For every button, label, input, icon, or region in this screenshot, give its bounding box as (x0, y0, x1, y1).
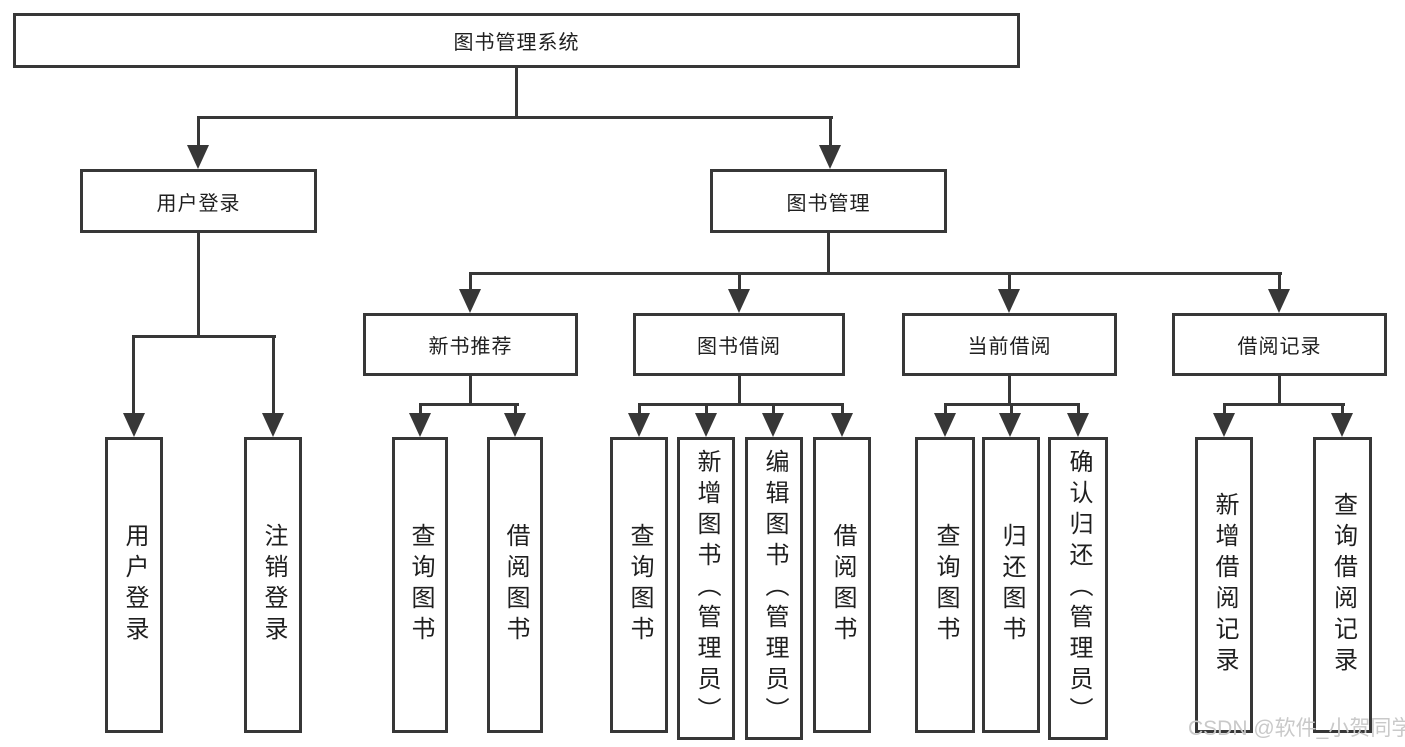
connector-line (1278, 376, 1281, 405)
node-cb-return-books-label: 归还图书 (998, 523, 1025, 647)
node-user-login-label: 用户登录 (156, 192, 241, 215)
connector-line (1077, 406, 1080, 414)
node-book-management: 图书管理 (710, 169, 947, 233)
connector-line (772, 406, 775, 414)
node-login-action-label: 用户登录 (121, 523, 148, 647)
node-new-book-recommendation: 新书推荐 (363, 313, 578, 376)
connector-line (705, 406, 708, 414)
connector-line (1223, 403, 1345, 406)
connector-arrow (831, 413, 853, 437)
node-bb-borrow-books-label: 借阅图书 (829, 523, 856, 647)
connector-arrow (1331, 413, 1353, 437)
node-br-add-record: 新增借阅记录 (1195, 437, 1253, 733)
connector-line (738, 376, 741, 405)
connector-arrow (934, 413, 956, 437)
connector-arrow (504, 413, 526, 437)
node-nbr-borrow-books: 借阅图书 (487, 437, 543, 733)
node-current-borrowing-label: 当前借阅 (967, 336, 1052, 358)
connector-arrow (762, 413, 784, 437)
node-user-login: 用户登录 (80, 169, 317, 233)
connector-line (197, 116, 833, 119)
connector-arrow (123, 413, 145, 437)
connector-line (272, 338, 275, 415)
node-book-management-label: 图书管理 (786, 192, 871, 215)
connector-line (1278, 275, 1281, 292)
connector-line (197, 119, 200, 147)
connector-arrow (409, 413, 431, 437)
node-br-query-record: 查询借阅记录 (1313, 437, 1372, 733)
connector-line (827, 233, 830, 275)
node-root-label: 图书管理系统 (453, 32, 580, 54)
connector-arrow (1268, 289, 1290, 313)
node-bb-add-books-label: 新增图书（管理员） (693, 449, 720, 728)
connector-line (132, 335, 276, 338)
connector-line (1341, 406, 1344, 414)
node-bb-query-books: 查询图书 (610, 437, 668, 733)
node-cb-confirm-return: 确认归还（管理员） (1048, 437, 1108, 740)
connector-arrow (1067, 413, 1089, 437)
connector-line (1008, 275, 1011, 292)
node-br-add-record-label: 新增借阅记录 (1211, 492, 1238, 678)
node-cb-query-books: 查询图书 (915, 437, 975, 733)
connector-line (1010, 406, 1013, 414)
connector-line (638, 406, 641, 414)
connector-line (132, 338, 135, 415)
connector-line (638, 403, 844, 406)
node-book-borrowing-label: 图书借阅 (697, 336, 781, 358)
node-login-action: 用户登录 (105, 437, 163, 733)
node-root: 图书管理系统 (13, 13, 1020, 68)
connector-line (419, 406, 422, 414)
node-new-book-recommendation-label: 新书推荐 (428, 336, 513, 358)
node-borrowing-records: 借阅记录 (1172, 313, 1387, 376)
connector-line (419, 403, 519, 406)
csdn-watermark: CSDN @软件_小贺同学 (1188, 717, 1405, 740)
node-bb-edit-books: 编辑图书（管理员） (745, 437, 803, 740)
node-cb-return-books: 归还图书 (982, 437, 1040, 733)
node-bb-add-books: 新增图书（管理员） (677, 437, 735, 740)
connector-arrow (459, 289, 481, 313)
connector-arrow (819, 145, 841, 169)
connector-line (1008, 376, 1011, 405)
node-bb-edit-books-label: 编辑图书（管理员） (761, 449, 788, 728)
node-br-query-record-label: 查询借阅记录 (1329, 492, 1357, 678)
connector-arrow (728, 289, 750, 313)
connector-line (738, 275, 741, 292)
node-borrowing-records-label: 借阅记录 (1237, 336, 1322, 358)
node-bb-query-books-label: 查询图书 (626, 523, 653, 647)
connector-line (944, 406, 947, 414)
connector-arrow (628, 413, 650, 437)
connector-line (841, 406, 844, 414)
node-current-borrowing: 当前借阅 (902, 313, 1117, 376)
connector-arrow (262, 413, 284, 437)
node-logout-action: 注销登录 (244, 437, 302, 733)
node-book-borrowing: 图书借阅 (633, 313, 845, 376)
connector-arrow (187, 145, 209, 169)
connector-arrow (999, 413, 1021, 437)
connector-line (944, 403, 1080, 406)
node-bb-borrow-books: 借阅图书 (813, 437, 871, 733)
node-nbr-borrow-books-label: 借阅图书 (502, 523, 529, 647)
connector-line (515, 68, 518, 118)
connector-arrow (998, 289, 1020, 313)
connector-line (829, 119, 832, 147)
node-cb-query-books-label: 查询图书 (932, 523, 959, 647)
connector-arrow (1213, 413, 1235, 437)
connector-line (514, 406, 517, 414)
connector-line (469, 275, 472, 292)
connector-line (1223, 406, 1226, 414)
connector-line (469, 376, 472, 405)
node-nbr-query-books: 查询图书 (392, 437, 448, 733)
connector-arrow (695, 413, 717, 437)
node-logout-action-label: 注销登录 (260, 523, 287, 647)
node-cb-confirm-return-label: 确认归还（管理员） (1065, 449, 1092, 728)
connector-line (469, 272, 1282, 275)
node-nbr-query-books-label: 查询图书 (407, 523, 434, 647)
connector-line (197, 233, 200, 337)
